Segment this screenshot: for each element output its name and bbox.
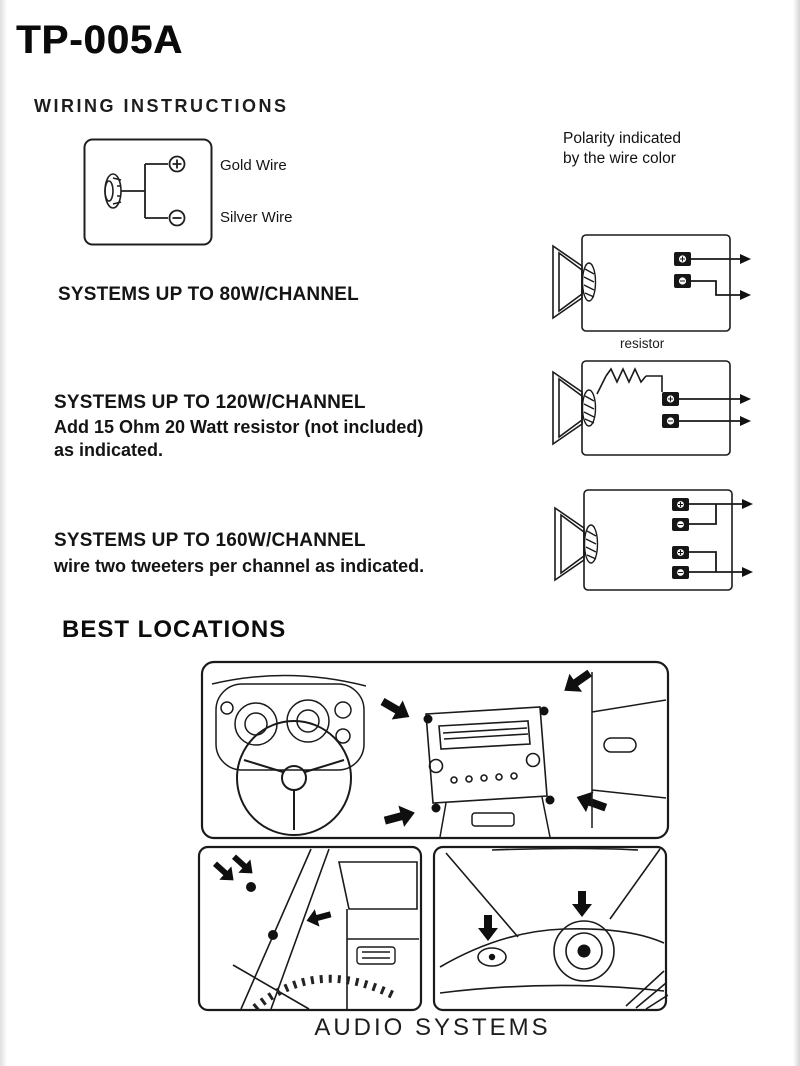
- enclosure-outline: [581, 234, 731, 332]
- terminal-block-lower: [672, 546, 689, 579]
- steering-wheel-rim: [252, 974, 395, 1012]
- system-160w-title: SYSTEMS UP TO 160W/CHANNEL: [54, 530, 366, 551]
- tweeter-icon: [104, 173, 122, 209]
- silver-wire-label: Silver Wire: [220, 209, 293, 226]
- system-160w-body: wire two tweeters per channel as indicat…: [54, 556, 425, 576]
- illustration-frame: [432, 845, 668, 1012]
- enclosure-outline: [581, 360, 731, 456]
- pillar-lines: [232, 848, 330, 1010]
- door-pocket: [356, 946, 396, 965]
- wire-arrow-icons: [740, 254, 751, 300]
- steering-wheel: [236, 720, 352, 836]
- speaker-diagram-80w: [552, 234, 751, 332]
- footer-label: AUDIO SYSTEMS: [314, 1014, 551, 1041]
- radio-unit: [425, 706, 548, 804]
- resistor-symbol: [596, 367, 663, 395]
- resistor-label: resistor: [620, 336, 665, 351]
- diagram-frame: [83, 138, 213, 246]
- tweeter-icon: [583, 524, 599, 564]
- instrument-cluster: [211, 674, 367, 771]
- small-speaker: [477, 947, 507, 967]
- page-title: TP-005A: [16, 18, 184, 62]
- enclosure-outline: [583, 489, 733, 591]
- rear-deck-illustration: [432, 845, 668, 1012]
- speaker-horn: [554, 506, 585, 582]
- seat-hatching: [625, 970, 668, 1010]
- illustration-frame: [200, 660, 670, 840]
- system-120w-title: SYSTEMS UP TO 120W/CHANNEL: [54, 392, 366, 413]
- scan-artifact-left: [0, 0, 7, 1066]
- center-console: [439, 796, 551, 838]
- tweeter-icon: [581, 389, 597, 427]
- location-arrow-icons: [380, 669, 608, 827]
- system-80w-title: SYSTEMS UP TO 80W/CHANNEL: [58, 284, 359, 305]
- speaker-horn: [552, 370, 583, 446]
- location-arrow-icons: [478, 891, 592, 941]
- door-kick-panel-illustration: [197, 845, 423, 1012]
- terminal-block-upper: [672, 498, 689, 531]
- output-wires: [689, 503, 742, 573]
- mount-point-dots: [423, 706, 555, 813]
- wire-arrow-icons: [742, 499, 753, 577]
- rear-window-lines: [445, 847, 661, 938]
- terminal-block: [662, 392, 679, 428]
- wire-lines: [121, 163, 168, 219]
- location-arrow-icons: [212, 854, 332, 927]
- wire-arrow-icons: [740, 394, 751, 426]
- plus-terminal-icon: [168, 155, 186, 173]
- tweeter-icon: [581, 262, 597, 302]
- door-window: [338, 861, 419, 1009]
- polarity-note: Polarity indicated by the wire color: [563, 130, 682, 167]
- system-120w-body: Add 15 Ohm 20 Watt resistor (not include…: [54, 417, 424, 460]
- best-locations-heading: BEST LOCATIONS: [62, 616, 287, 643]
- tweeter-wiring-diagram: [83, 138, 213, 246]
- door-panel-lines: [591, 672, 667, 828]
- mount-point-dots: [246, 882, 278, 940]
- speaker-diagram-120w: [552, 360, 751, 456]
- output-wires: [691, 258, 740, 296]
- output-wires: [679, 398, 740, 422]
- wiring-instructions-heading: WIRING INSTRUCTIONS: [34, 96, 289, 116]
- dashboard-illustration: [200, 660, 670, 840]
- gold-wire-label: Gold Wire: [220, 157, 287, 174]
- speaker-diagram-160w: [554, 489, 753, 591]
- scan-artifact-right: [793, 0, 800, 1066]
- illustration-frame: [197, 845, 423, 1012]
- minus-terminal-icon: [168, 209, 186, 227]
- deck-outline: [439, 927, 665, 994]
- large-speaker: [553, 920, 615, 982]
- speaker-horn: [552, 244, 583, 320]
- terminal-block: [674, 252, 691, 288]
